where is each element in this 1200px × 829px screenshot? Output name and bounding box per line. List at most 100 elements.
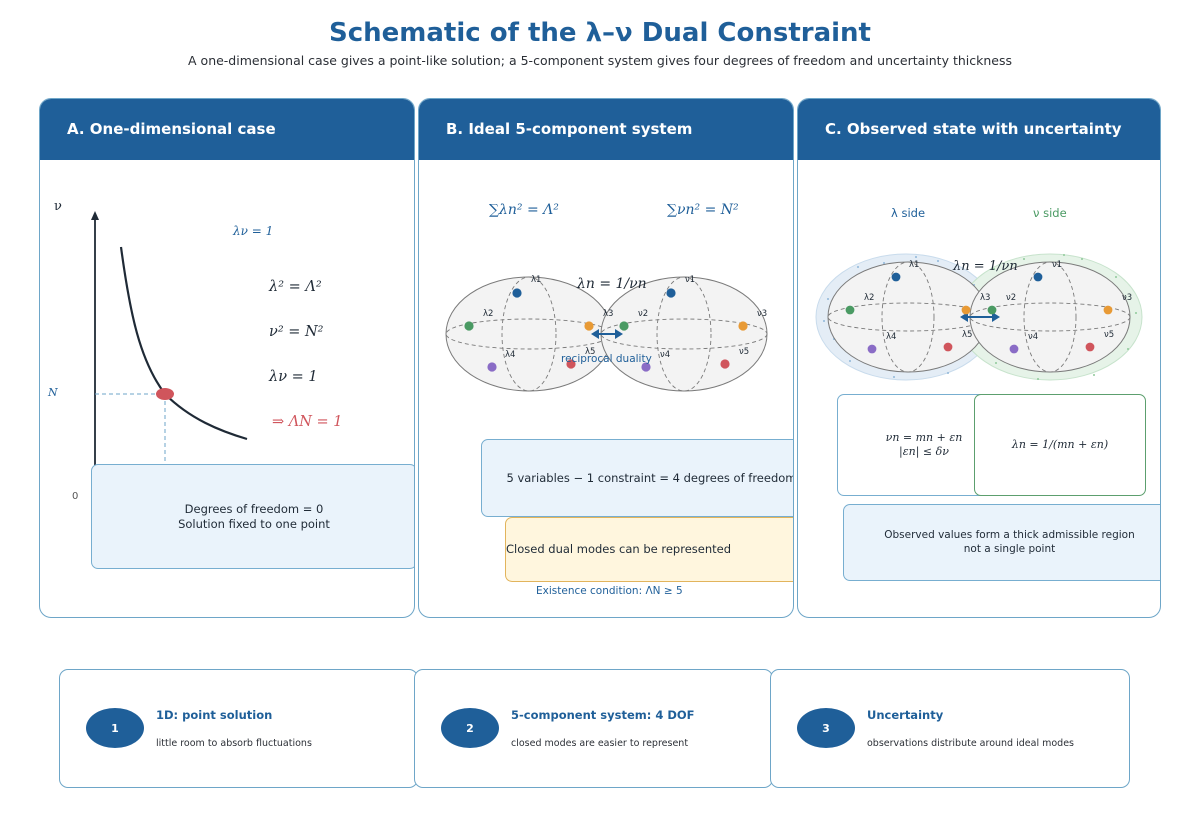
summary-card-2: 2 5-component system: 4 DOF closed modes…: [414, 669, 773, 788]
lambda-observed-dot-4: [867, 344, 877, 354]
nu-dot-1: [666, 288, 676, 298]
equation-nu-squared: ν² = N²: [269, 324, 324, 340]
lambda-label-2: λ2: [483, 309, 494, 319]
nu-label-4: ν4: [660, 350, 671, 360]
nu-observed-label-2: ν2: [1006, 293, 1017, 303]
lambda-observed-label-3: λ3: [980, 293, 991, 303]
lambda-label-1: λ1: [531, 275, 542, 285]
hyperbola-curve: [119, 246, 248, 441]
lambda-observed-dot-2: [845, 305, 855, 315]
lambda-observed-label-1: λ1: [909, 260, 920, 270]
nu-observed-label-4: ν4: [1028, 332, 1039, 342]
thick-region-box: Observed values form a thick admissible …: [843, 504, 1160, 581]
observed-relation: λn = 1/νn: [953, 259, 1018, 274]
y-axis-arrow: [91, 211, 99, 220]
duality-arrow-left-head: [591, 329, 599, 339]
nu-observed-label-3: ν3: [1122, 293, 1133, 303]
summary-title-2: 5-component system: 4 DOF: [511, 708, 695, 722]
curve-label: λν = 1: [233, 224, 274, 238]
observed-arrow-left-head: [960, 312, 968, 322]
nu-sphere-meridian: [656, 276, 712, 392]
dof-four-box: 5 variables − 1 constraint = 4 degrees o…: [481, 439, 793, 517]
nu-noise-bound: |εn| ≤ δν: [899, 445, 949, 458]
lambda-sphere: [445, 276, 613, 392]
dual-sphere-diagram: [445, 276, 768, 392]
lambda-side-label: λ side: [891, 206, 926, 220]
nu-dot-4: [641, 362, 651, 372]
nu-observed-dot-4: [1009, 344, 1019, 354]
lambda-sphere-meridian: [501, 276, 557, 392]
nu-label-3: ν3: [757, 309, 768, 319]
y-axis-label: ν: [54, 199, 62, 214]
nu-observed-meridian: [1023, 261, 1077, 373]
nu-label-5: ν5: [739, 347, 750, 357]
thick-region-line1: Observed values form a thick admissible …: [884, 529, 1135, 542]
panel-observed-uncertainty: C. Observed state with uncertainty: [797, 98, 1161, 618]
nu-label-1: ν1: [685, 275, 696, 285]
lambda-dot-1: [512, 288, 522, 298]
equation-product: λν = 1: [269, 369, 318, 385]
nu-observed-label-1: ν1: [1052, 260, 1063, 270]
page-title: Schematic of the λ–ν Dual Constraint: [329, 18, 871, 48]
panel-b-title: B. Ideal 5-component system: [419, 99, 793, 160]
lambda-observed-meridian: [881, 261, 935, 373]
nu-noise-equation: νn = mn + εn: [885, 431, 963, 445]
n-tick-label: N: [48, 386, 58, 399]
lambda-dot-3: [584, 321, 594, 331]
nu-observed-label-5: ν5: [1104, 330, 1115, 340]
summary-card-3: 3 Uncertainty observations distribute ar…: [770, 669, 1130, 788]
solution-point: [156, 388, 174, 400]
nu-sphere: [600, 276, 768, 392]
nu-observed-dot-2: [987, 305, 997, 315]
nu-dot-3: [738, 321, 748, 331]
nu-observed-equator: [969, 302, 1131, 332]
summary-badge-1: 1: [86, 708, 144, 748]
existence-condition: Existence condition: ΛN ≥ 5: [536, 585, 683, 597]
nu-sphere-equator: [600, 318, 768, 350]
summary-badge-2: 2: [441, 708, 499, 748]
uncertainty-sphere-diagram: [815, 253, 1143, 381]
origin-label: 0: [72, 491, 79, 502]
lambda-dot-4: [487, 362, 497, 372]
lambda-label-4: λ4: [505, 350, 516, 360]
sum-lambda-equation: ∑λn² = Λ²: [489, 202, 559, 218]
nu-side-label: ν side: [1033, 206, 1067, 220]
reciprocal-relation: λn = 1/νn: [577, 276, 647, 292]
nu-observed-dot-3: [1103, 305, 1113, 315]
panel-five-component: B. Ideal 5-component system ∑λn² = Λ² ∑ν…: [418, 98, 794, 618]
closed-modes-box: Closed dual modes can be represented: [505, 517, 793, 582]
summary-badge-3: 3: [797, 708, 855, 748]
summary-desc-2: closed modes are easier to represent: [511, 738, 689, 749]
page-subtitle: A one-dimensional case gives a point-lik…: [188, 53, 1012, 68]
summary-title-3: Uncertainty: [867, 708, 944, 722]
lambda-observed-dot-3: [961, 305, 971, 315]
nu-observed-dot-5: [1085, 342, 1095, 352]
dof-zero-line2: Solution fixed to one point: [178, 516, 330, 531]
lambda-observed-label-4: λ4: [886, 332, 897, 342]
dof-zero-note: Degrees of freedom = 0 Solution fixed to…: [91, 464, 414, 569]
nu-dot-5: [720, 359, 730, 369]
lambda-observed-dot-1: [891, 272, 901, 282]
thick-region-line2: not a single point: [963, 542, 1056, 555]
sum-nu-equation: ∑νn² = N²: [667, 202, 739, 218]
panel-c-title: C. Observed state with uncertainty: [798, 99, 1160, 160]
summary-title-1: 1D: point solution: [156, 708, 273, 722]
lambda-observed-label-5: λ5: [962, 330, 973, 340]
summary-card-1: 1 1D: point solution little room to abso…: [59, 669, 418, 788]
nu-label-2: ν2: [638, 309, 649, 319]
panel-a-title: A. One-dimensional case: [40, 99, 414, 160]
lambda-noise-equation-box: λn = 1/(mn + εn): [974, 394, 1146, 496]
lambda-dot-5: [566, 359, 576, 369]
lambda-observed-dot-5: [943, 342, 953, 352]
equation-lambda-squared: λ² = Λ²: [269, 279, 322, 295]
reciprocal-duality-label: reciprocal duality: [561, 353, 652, 365]
nu-dot-2: [619, 321, 629, 331]
lambda-observed-label-2: λ2: [864, 293, 875, 303]
lambda-label-5: λ5: [585, 347, 596, 357]
nu-observed-dot-1: [1033, 272, 1043, 282]
nu-halo-speckles: [975, 254, 1137, 380]
duality-arrow-right-head: [615, 329, 623, 339]
lambda-label-3: λ3: [603, 309, 614, 319]
equation-result: ⇒ ΛN = 1: [272, 414, 343, 430]
lambda-dot-2: [464, 321, 474, 331]
